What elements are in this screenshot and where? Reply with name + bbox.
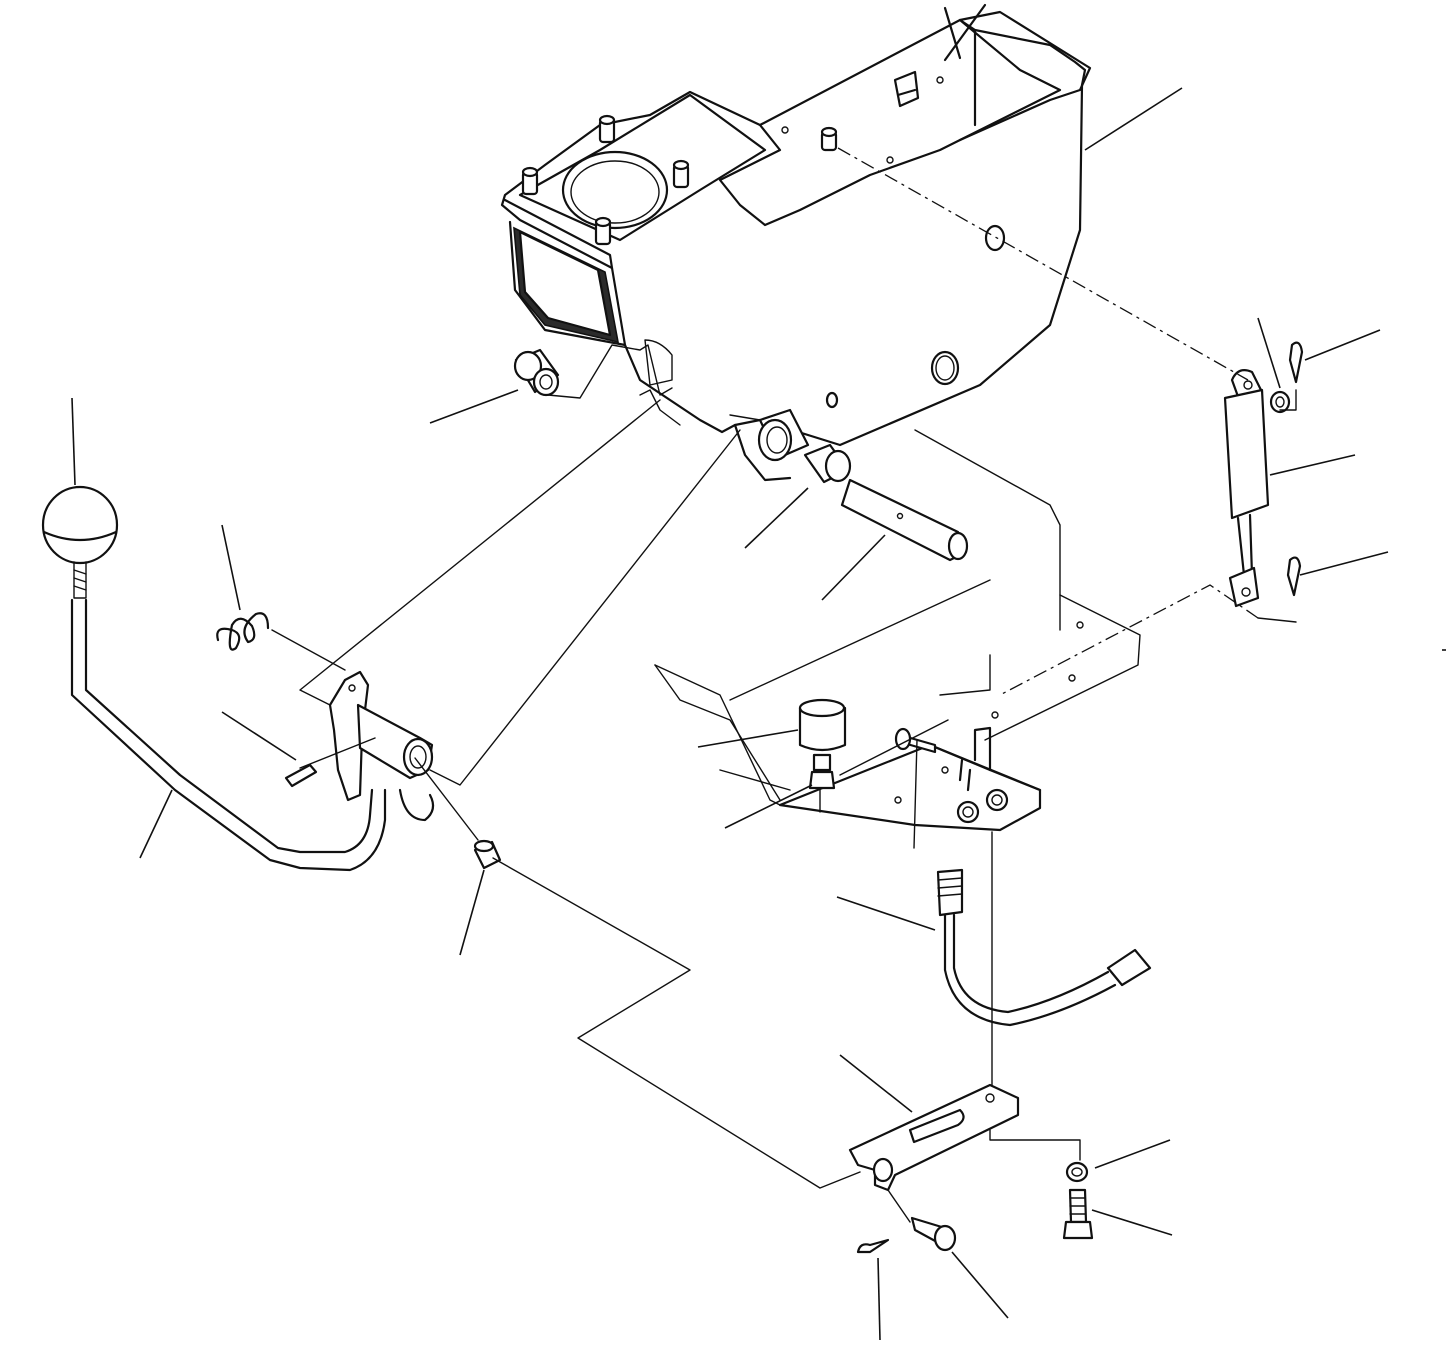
cap-screw	[1062, 1188, 1094, 1240]
lever-pivot-bracket	[328, 670, 435, 822]
gas-spring	[1223, 369, 1270, 608]
hex-bolt-upper	[894, 727, 937, 754]
compression-spring	[216, 612, 270, 651]
cotter-pin-lower	[856, 1238, 890, 1254]
clevis-pin	[910, 1216, 957, 1252]
stud-bosses	[521, 114, 838, 246]
cotter-pin-top	[1288, 341, 1304, 384]
gear-shift-lever	[70, 598, 387, 872]
lock-washer	[1065, 1161, 1089, 1183]
bushing-left	[513, 348, 560, 397]
shift-cable	[936, 868, 1152, 1027]
cotter-pin-bottom	[1286, 556, 1302, 597]
sleeve-bushing-small	[473, 839, 502, 870]
console-housing	[500, 3, 1092, 482]
pivot-shaft	[840, 478, 969, 562]
assembly-lines	[271, 147, 1297, 1223]
rubber-stop	[798, 698, 847, 790]
bushing-right-2	[803, 443, 852, 484]
roll-pin	[284, 763, 318, 788]
bushing-right-1	[757, 408, 810, 462]
leader-lines	[71, 87, 1446, 1341]
washer-top	[1269, 390, 1291, 414]
floor-panel	[654, 429, 1141, 806]
shift-knob	[41, 485, 119, 599]
lock-plate	[848, 1083, 1020, 1192]
